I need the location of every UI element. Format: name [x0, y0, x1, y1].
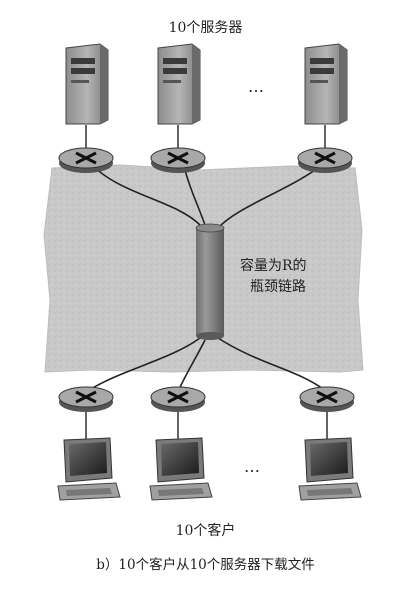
- clients-label: 10个客户: [175, 523, 236, 539]
- servers-ellipsis: …: [248, 77, 264, 96]
- bottleneck-label-line1: 容量为R的: [240, 258, 307, 274]
- router-top-2: [150, 147, 206, 173]
- router-top-3: [297, 147, 353, 173]
- bottleneck-link: [195, 223, 225, 340]
- router-top-1: [58, 147, 114, 173]
- bottleneck-label-line2: 瓶颈链路: [250, 279, 306, 295]
- figure-caption: b）10个客户从10个服务器下载文件: [96, 557, 315, 573]
- server-router-links: [85, 125, 328, 440]
- client-1: [57, 437, 121, 501]
- clients-ellipsis: …: [244, 457, 260, 476]
- servers-label: 10个服务器: [168, 20, 243, 36]
- server-1: [65, 43, 109, 125]
- server-2: [157, 43, 201, 125]
- client-3: [298, 437, 362, 501]
- router-bottom-2: [150, 386, 206, 412]
- server-3: [304, 43, 348, 125]
- client-2: [149, 437, 213, 501]
- router-bottom-1: [58, 386, 114, 412]
- router-bottom-3: [299, 386, 355, 412]
